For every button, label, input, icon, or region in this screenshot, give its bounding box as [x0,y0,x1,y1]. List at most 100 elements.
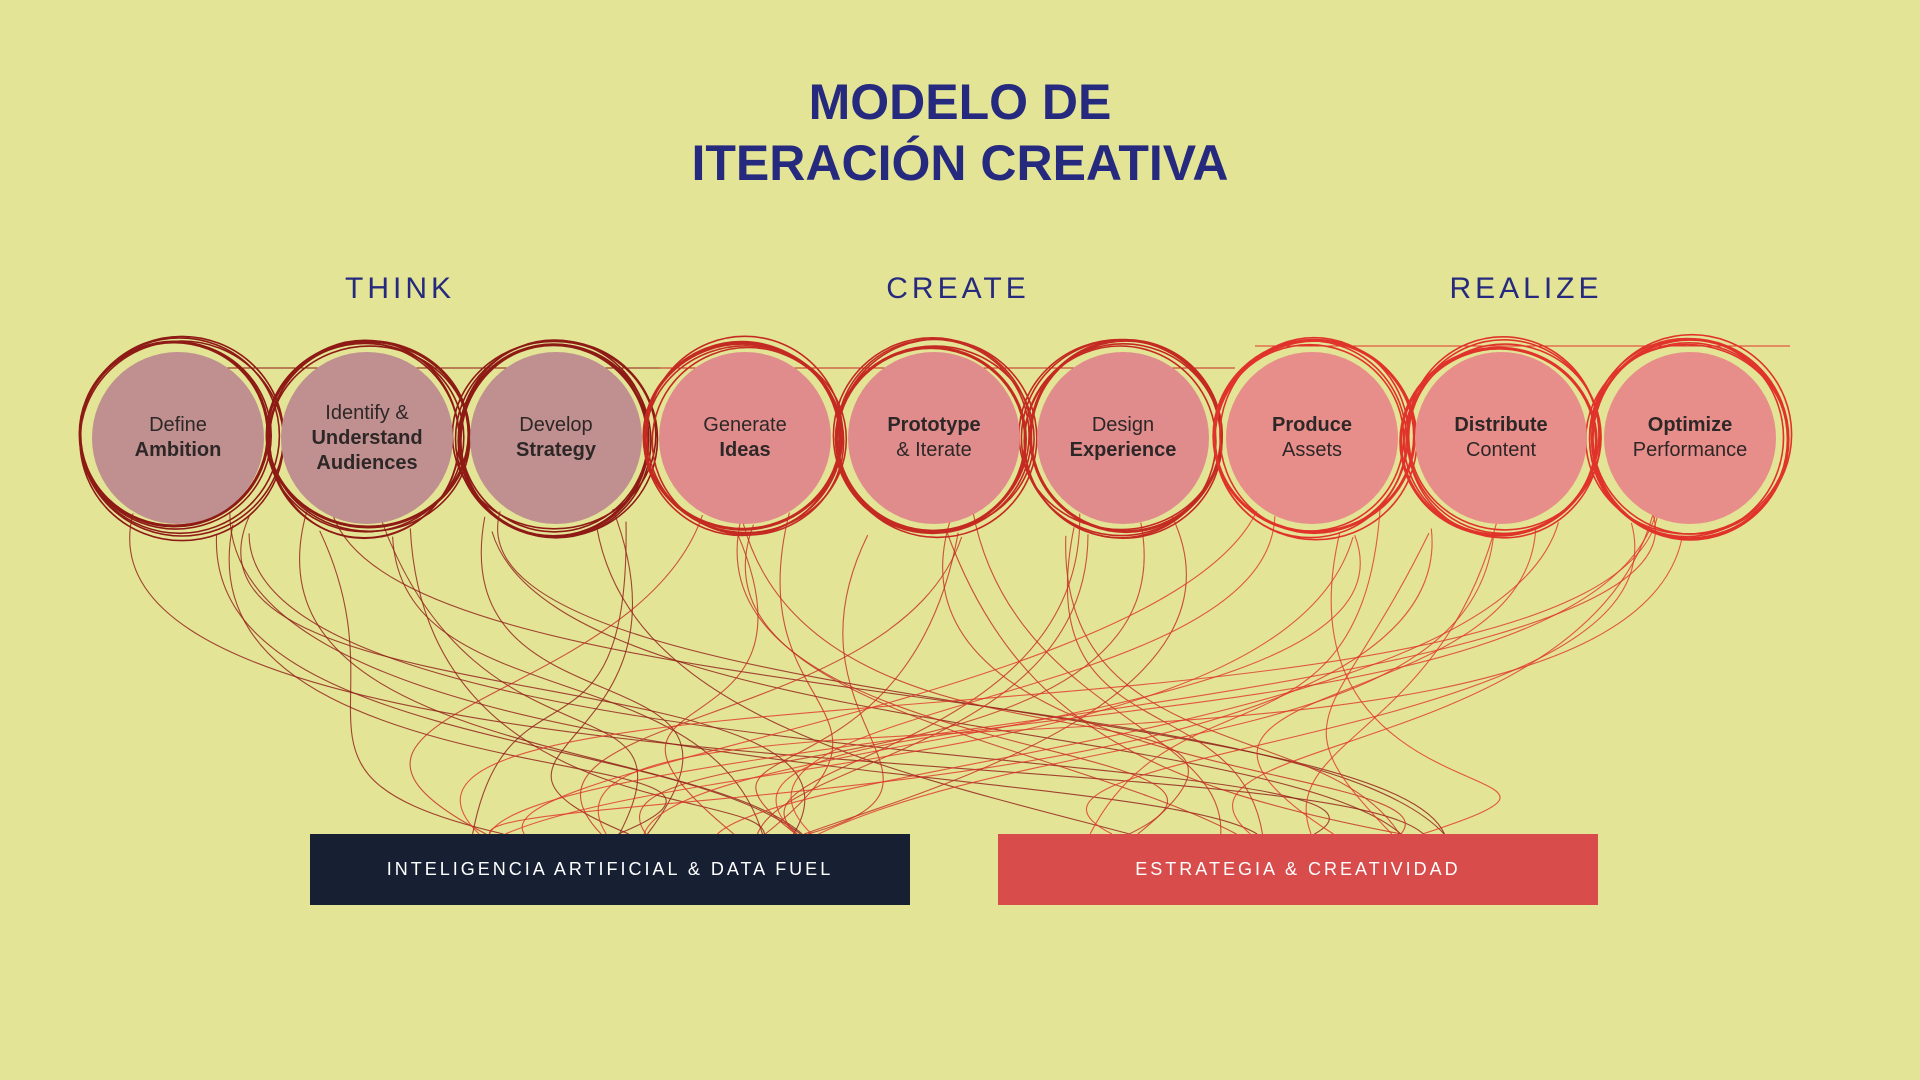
connector-curve [459,508,1660,835]
step-label-line: Prototype [887,414,981,436]
connector-curve [638,522,1145,835]
connector-curve [1086,522,1636,835]
step-ring-stroke [836,338,1030,532]
connector-curve [228,524,667,835]
title-line-1: MODELO DE [808,74,1112,130]
connector-curve [472,521,627,835]
connector-curve [596,527,1130,835]
connector-curve [409,514,704,835]
page-title: MODELO DE ITERACIÓN CREATIVA [0,72,1920,194]
step-label-line: Distribute [1454,414,1548,436]
connector-curve [818,531,1495,835]
connector-curve [378,514,639,835]
connector-curve [664,534,759,835]
connector-curve [299,511,803,835]
strategy-creativity-banner: ESTRATEGIA & CREATIVIDAD [998,834,1598,905]
strategy-creativity-label: ESTRATEGIA & CREATIVIDAD [1135,859,1461,879]
connector-curve [742,522,1189,835]
step-ring-stroke [642,340,841,537]
title-line-2: ITERACIÓN CREATIVA [691,135,1229,191]
step-ring-stroke [1403,347,1597,536]
connector-curve [775,512,1657,835]
step-ring-stroke [460,343,652,539]
step-ring-stroke [459,339,650,533]
step-ring-stroke [1406,338,1601,539]
step-label-line: Optimize [1647,414,1733,436]
connector-curve [497,511,1446,835]
connector-curve [1305,521,1498,835]
connector-curve [755,532,959,835]
step-ring-stroke [1407,343,1602,531]
connector-curve [790,515,1276,835]
step-label-line: Design [1091,414,1155,436]
step-ring-stroke [644,345,848,534]
connector-curve [1089,508,1381,835]
connector-curve [216,534,801,835]
phase-label-create: CREATE [886,272,1030,305]
connector-curve [804,515,1187,835]
step-label-line: Define [149,414,207,436]
connector-curve [744,524,1237,835]
step-label-line: Performance [1632,439,1748,461]
connector-curve [942,513,1406,835]
step-label-line: & Iterate [896,439,972,461]
connector-curve [550,508,634,835]
connector-curve [480,516,684,835]
connector-curve [1067,527,1264,835]
step-label-line: Ambition [134,439,222,461]
connector-curve [240,515,806,835]
step-label-line: Strategy [515,439,597,461]
connector-curve [1325,532,1430,835]
step-label-line: Develop [519,414,593,436]
connector-curve [756,534,1089,835]
connector-curve [489,528,1433,835]
connector-curve [807,534,884,835]
phase-label-think: THINK [345,272,455,305]
phase-label-realize: REALIZE [1449,272,1603,305]
step-label-line: Experience [1069,439,1177,461]
connector-curve [736,513,1168,835]
step-rings [78,333,1793,542]
step-label-line: Identify & [325,401,409,424]
step-ring-stroke [1588,337,1785,538]
connector-curve [505,536,1354,835]
connector-curve [229,511,1258,835]
connector-curve [1330,531,1501,835]
connector-curve [491,531,1402,835]
connector-curve [319,530,504,835]
connector-curve [764,512,834,835]
step-label-line: Assets [1281,439,1343,461]
connector-curve [488,513,1657,835]
step-label-line: Understand [311,426,423,449]
step-circle: Prototype & Iterate [848,352,1020,524]
connector-curve [521,511,1258,835]
step-label-line: Audiences [316,451,418,474]
connector-curve [1065,535,1400,835]
connector-curve [946,531,1402,835]
connector-curve [1256,529,1537,835]
connector-curve [332,514,1445,835]
connector-curve [1232,514,1654,835]
connector-curve [129,513,1424,835]
connector-curve [392,536,764,835]
connector-curve [597,537,1683,835]
step-label-line: Generate [703,414,787,436]
connector-curve [248,533,1330,835]
step-label-line: Content [1465,439,1537,461]
step-label-line: Ideas [719,439,771,461]
connector-curve [717,522,1560,835]
step-label-line: Produce [1271,414,1353,436]
connector-curves [129,508,1683,835]
ai-data-fuel-label: INTELIGENCIA ARTIFICIAL & DATA FUEL [386,859,834,879]
ai-data-fuel-banner: INTELIGENCIA ARTIFICIAL & DATA FUEL [310,834,910,905]
connector-curve [783,513,1081,835]
